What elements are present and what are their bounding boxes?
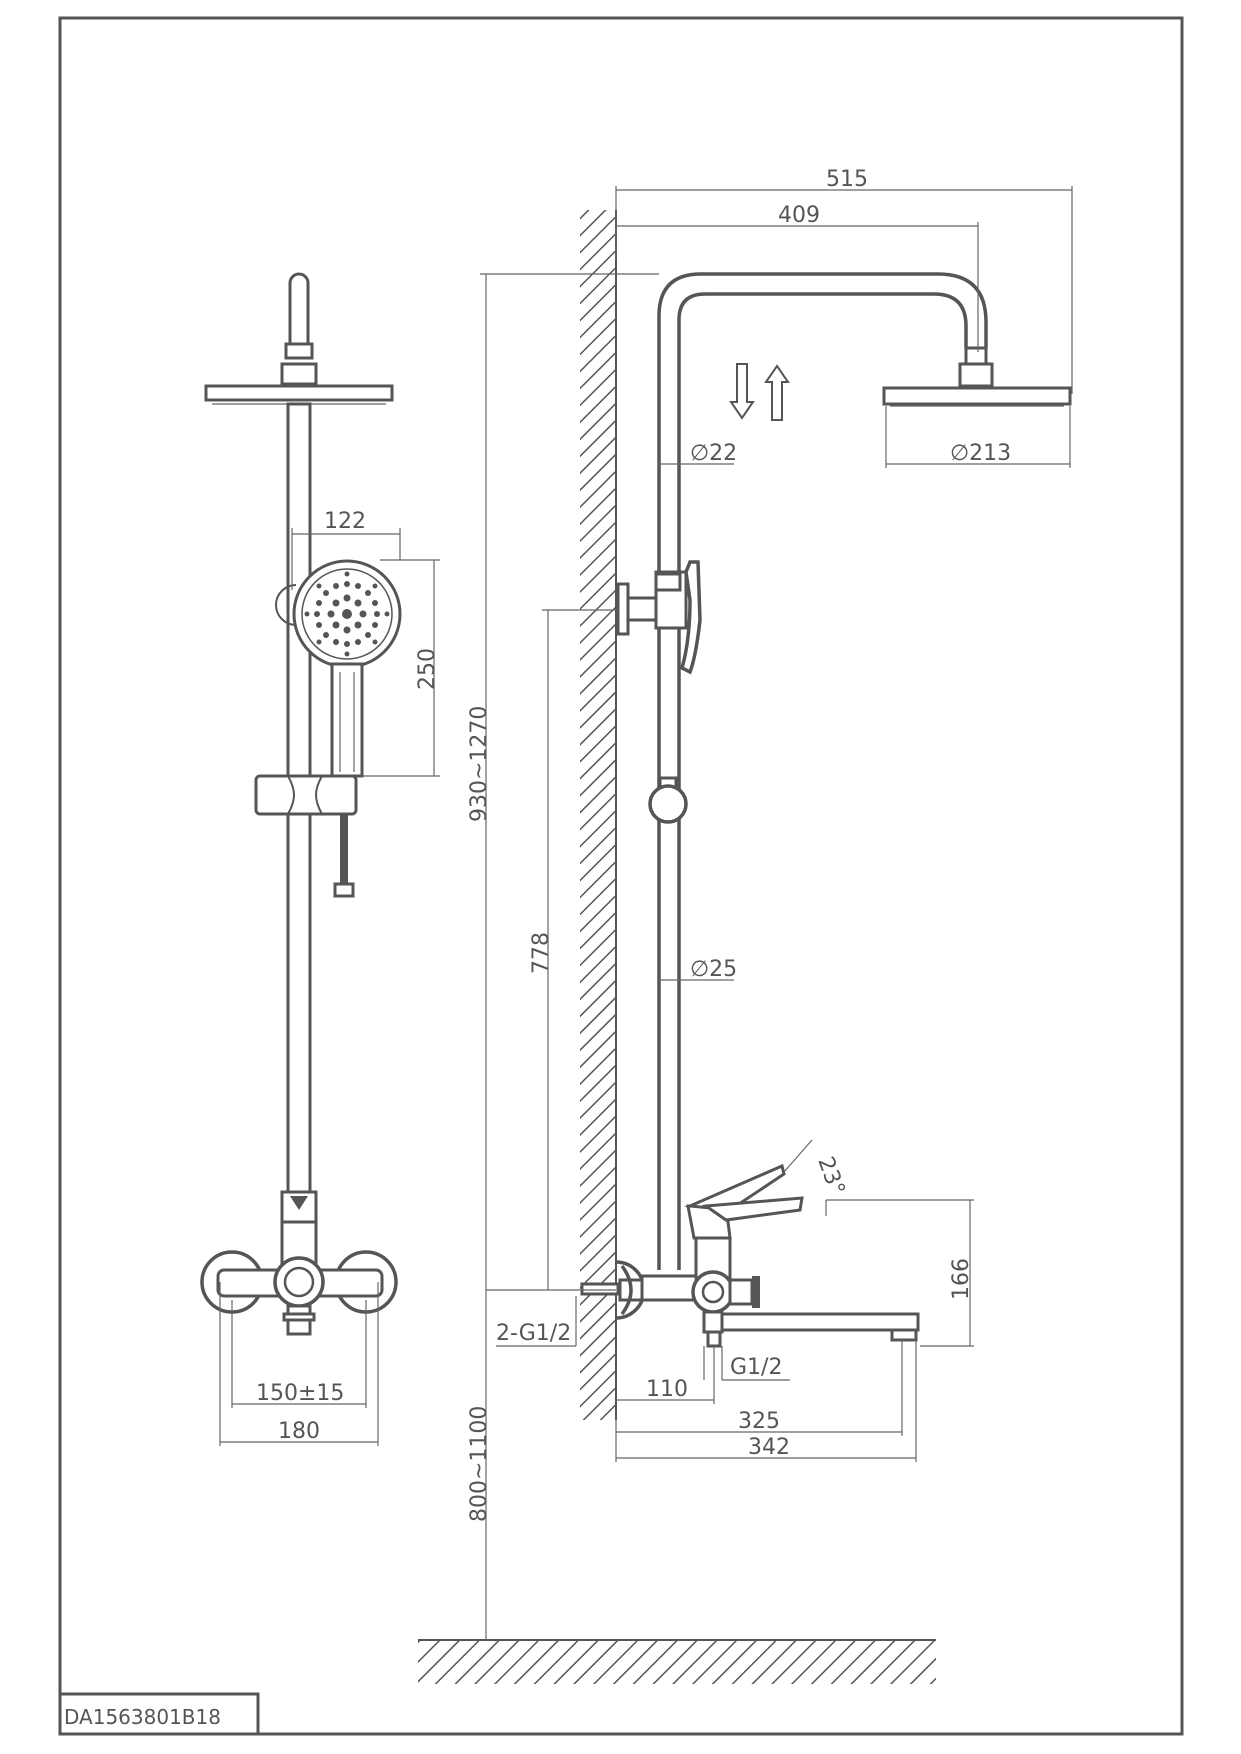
- dim-inlet-thread: 2-G1/2: [496, 1321, 571, 1346]
- front-slider: [254, 774, 358, 816]
- front-view: [200, 272, 402, 1336]
- dim-handshower-width: 122: [324, 509, 366, 534]
- dim-spout-total: 342: [748, 1435, 790, 1460]
- dim-handle-angle: 23°: [812, 1154, 849, 1199]
- dim-handshower-height: 250: [415, 648, 440, 690]
- dim-spout-reach: 325: [738, 1409, 780, 1434]
- side-mixer: [580, 1163, 920, 1348]
- dim-bracket-height: 778: [529, 932, 554, 974]
- side-dimensions: 515 409 930~1270 ∅22 ∅213 778 ∅25 23° 16…: [467, 167, 1073, 1640]
- dim-arm-reach: 409: [778, 203, 820, 228]
- dim-outlet-offset: 110: [646, 1377, 688, 1402]
- side-shower-head: [882, 386, 1072, 406]
- side-slider-knob: [648, 784, 688, 824]
- side-riser-arm: [657, 272, 988, 1270]
- side-spout: [720, 1312, 920, 1332]
- front-hose: [340, 814, 348, 884]
- dim-upper-pipe-dia: ∅22: [690, 441, 737, 466]
- front-shower-head: [204, 384, 394, 402]
- title-block: DA1563801B18: [60, 1692, 260, 1734]
- front-dimensions: 122 250 150±15 180: [219, 509, 440, 1446]
- handshower-nozzles: [304, 571, 390, 657]
- drawing-code: DA1563801B18: [64, 1705, 221, 1729]
- floor-hatch: [418, 1640, 936, 1684]
- front-top-arm: [288, 272, 310, 356]
- front-handshower-handle: [330, 662, 364, 778]
- height-adjust-arrows: [729, 363, 790, 421]
- dim-lower-pipe-dia: ∅25: [690, 957, 737, 982]
- dim-install-height: 800~1100: [467, 1406, 492, 1522]
- dim-mixer-height: 166: [949, 1258, 974, 1300]
- drawing-frame: [58, 16, 1184, 1736]
- side-handshower: [679, 560, 702, 675]
- dim-overall-reach: 515: [826, 167, 868, 192]
- side-view: [580, 272, 1072, 1348]
- dim-total-height: 930~1270: [467, 706, 492, 822]
- dim-outlet-thread: G1/2: [730, 1355, 782, 1380]
- dim-inlet-centers: 150±15: [256, 1381, 344, 1406]
- wall-hatch: [580, 210, 616, 1420]
- dim-mixer-width: 180: [278, 1419, 320, 1444]
- dim-head-dia: ∅213: [950, 441, 1011, 466]
